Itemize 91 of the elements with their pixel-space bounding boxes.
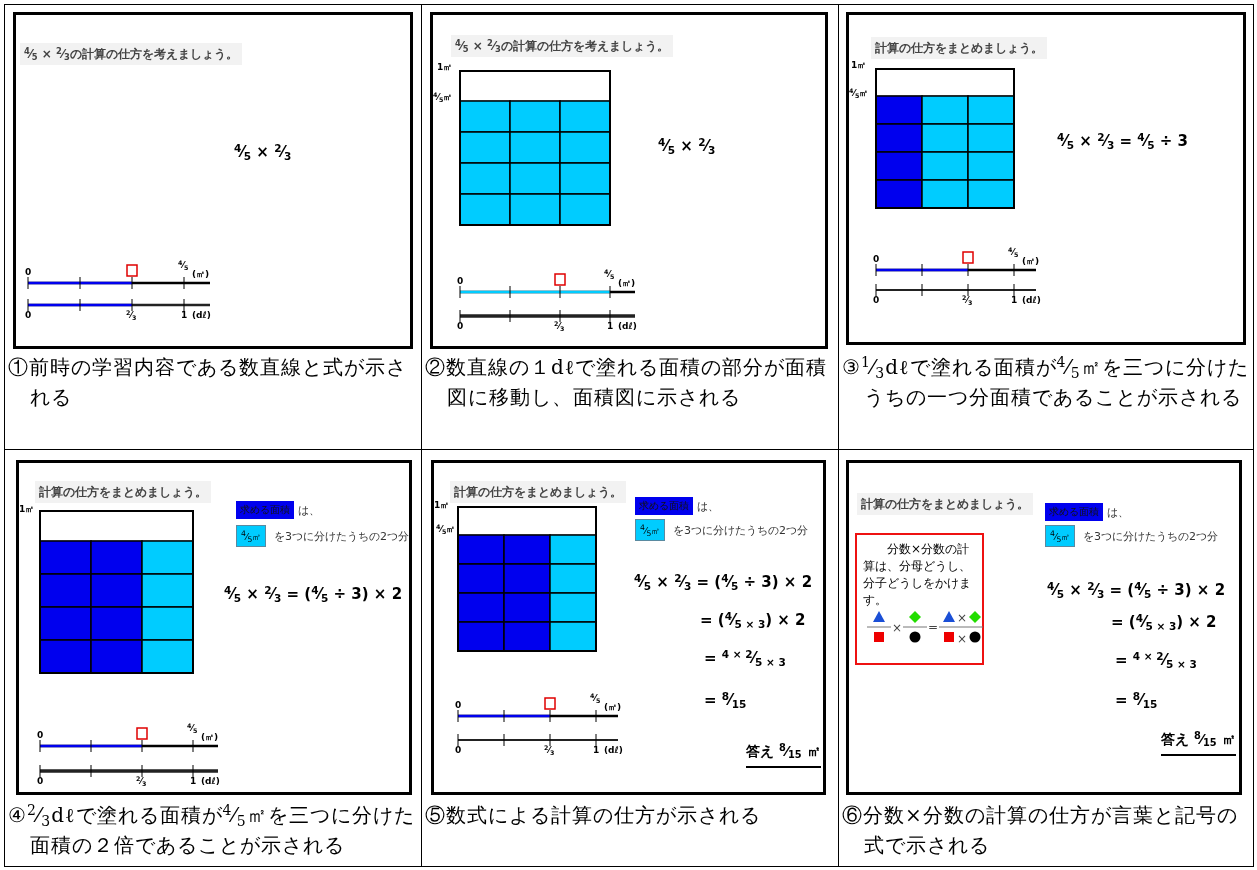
- axis-label: 0: [873, 294, 880, 307]
- axis-label: (㎡): [604, 701, 622, 714]
- slide-title: 計算の仕方をまとめましょう。: [35, 481, 211, 503]
- slide-panel: [846, 460, 1242, 795]
- axis-label: (dℓ): [604, 744, 623, 757]
- axis-label: 0: [37, 729, 44, 742]
- highlight-box: 求める面積: [1045, 503, 1103, 521]
- axis-label: 1㎡: [434, 499, 450, 512]
- box-note-text: は、: [298, 503, 320, 519]
- operator-text: ×: [957, 631, 968, 648]
- formula-text: = ($^{4}$⁄$_{5 × 3}$) × 2: [1111, 611, 1217, 634]
- axis-label: 0: [455, 699, 462, 712]
- slide-panel: [16, 460, 412, 795]
- axis-label: 0: [873, 253, 880, 266]
- axis-label: 0: [457, 320, 464, 333]
- axis-label: $^{4}$⁄$_{5}$㎡: [433, 91, 453, 105]
- formula-text: $^{4}$⁄$_{5}$ × $^{2}$⁄$_{3}$: [234, 141, 292, 164]
- box-note-text: を3つに分けたうちの2つ分: [1083, 529, 1218, 545]
- axis-label: (dℓ): [192, 309, 211, 322]
- operator-text: =: [928, 619, 939, 636]
- box-note-text: は、: [697, 499, 719, 515]
- formula-text: = ($^{4}$⁄$_{5 × 3}$) × 2: [700, 609, 806, 632]
- highlight-box: 求める面積: [635, 497, 693, 515]
- slide-panel: [13, 12, 413, 349]
- axis-label: 1: [593, 744, 600, 757]
- axis-label: 1: [607, 320, 614, 333]
- formula-text: $^{4}$⁄$_{5}$ × $^{2}$⁄$_{3}$: [658, 135, 716, 158]
- slide-panel: [431, 460, 826, 795]
- slide-title: 計算の仕方をまとめましょう。: [871, 37, 1047, 59]
- axis-label: $^{4}$⁄$_{5}$: [178, 259, 189, 273]
- fraction-box: $^{4}$⁄$_{5}$㎡: [236, 525, 267, 547]
- axis-label: $^{4}$⁄$_{5}$㎡: [849, 87, 869, 101]
- axis-label: 0: [37, 775, 44, 788]
- operator-text: ×: [957, 610, 968, 627]
- axis-label: $^{2}$⁄$_{3}$: [962, 294, 973, 308]
- axis-label: 1: [181, 309, 188, 322]
- slide-title: 計算の仕方をまとめましょう。: [857, 493, 1033, 515]
- axis-label: 1㎡: [19, 503, 35, 516]
- axis-label: (dℓ): [1022, 294, 1041, 307]
- slide-panel: [430, 12, 828, 349]
- slide-title: 計算の仕方をまとめましょう。: [450, 481, 626, 503]
- axis-label: (㎡): [201, 731, 219, 744]
- axis-label: 0: [25, 309, 32, 322]
- operator-text: ×: [892, 620, 903, 637]
- formula-text: = $^{4 × 2}$⁄$_{5 × 3}$: [1115, 649, 1197, 672]
- slide-panel: [846, 12, 1246, 345]
- axis-label: $^{2}$⁄$_{3}$: [554, 320, 565, 334]
- answer-text: 答え $^{8}$⁄$_{15}$ ㎡: [746, 741, 821, 768]
- axis-label: $^{2}$⁄$_{3}$: [544, 744, 555, 758]
- box-note-text: を3つに分けたうちの2つ分: [274, 529, 409, 545]
- axis-label: 0: [457, 275, 464, 288]
- slide-title: $^{4}$⁄$_{5}$ × $^{2}$⁄$_{3}$の計算の仕方を考えましょう。: [451, 35, 673, 57]
- axis-label: (dℓ): [618, 320, 637, 333]
- axis-label: (㎡): [1022, 255, 1040, 268]
- axis-label: (dℓ): [201, 775, 220, 788]
- axis-label: 1㎡: [851, 59, 867, 72]
- formula-text: $^{4}$⁄$_{5}$ × $^{2}$⁄$_{3}$ = ($^{4}$⁄$_{5}$ ÷ 3) × 2: [224, 583, 403, 606]
- axis-label: 1: [190, 775, 197, 788]
- axis-label: 0: [25, 266, 32, 279]
- highlight-box: 求める面積: [236, 501, 294, 519]
- axis-label: 1㎡: [437, 61, 453, 74]
- formula-text: $^{4}$⁄$_{5}$ × $^{2}$⁄$_{3}$ = ($^{4}$⁄$_{5}$ ÷ 3) × 2: [1047, 579, 1226, 602]
- fraction-box: $^{4}$⁄$_{5}$㎡: [635, 519, 666, 541]
- axis-label: 1: [1011, 294, 1018, 307]
- box-note-text: は、: [1107, 505, 1129, 521]
- axis-label: (㎡): [192, 268, 210, 281]
- axis-label: 0: [455, 744, 462, 757]
- answer-text: 答え $^{8}$⁄$_{15}$ ㎡: [1161, 729, 1236, 756]
- slide-title: $^{4}$⁄$_{5}$ × $^{2}$⁄$_{3}$の計算の仕方を考えましょう。: [20, 43, 242, 65]
- caption-text: ②数直線の１dℓで塗れる面積の部分が面積図に移動し、面積図に示される: [425, 354, 829, 411]
- caption-text: ⑥分数×分数の計算の仕方が言葉と記号の式で示される: [842, 802, 1239, 859]
- formula-text: = $^{4 × 2}$⁄$_{5 × 3}$: [704, 647, 786, 670]
- axis-label: $^{4}$⁄$_{5}$: [1008, 246, 1019, 260]
- caption-text: ①前時の学習内容である数直線と式が示される: [8, 354, 408, 411]
- rule-text: 分数×分数の計算は、分母どうし、分子どうしをかけます。: [863, 541, 972, 609]
- formula-text: $^{4}$⁄$_{5}$ × $^{2}$⁄$_{3}$ = ($^{4}$⁄$_{5}$ ÷ 3) × 2: [634, 571, 813, 594]
- caption-text: ④$^{2}$⁄$_{3}$dℓで塗れる面積が$^{4}$⁄$_{5}$㎡を三つに分けた面積の２倍であることが示される: [8, 801, 416, 859]
- axis-label: $^{4}$⁄$_{5}$: [590, 692, 601, 706]
- axis-label: $^{2}$⁄$_{3}$: [136, 775, 147, 789]
- caption-text: ⑤数式による計算の仕方が示される: [425, 802, 762, 829]
- axis-label: $^{4}$⁄$_{5}$: [604, 268, 615, 282]
- axis-label: $^{4}$⁄$_{5}$㎡: [436, 523, 456, 537]
- formula-text: = $^{8}$⁄$_{15}$: [1115, 689, 1158, 712]
- formula-text: $^{4}$⁄$_{5}$ × $^{2}$⁄$_{3}$ = $^{4}$⁄$_{5}$ ÷ 3: [1057, 130, 1188, 153]
- caption-text: ③$^{1}$⁄$_{3}$dℓで塗れる面積が$^{4}$⁄$_{5}$㎡を三つに分けたうちの一つ分面積であることが示される: [842, 353, 1250, 411]
- axis-label: (㎡): [618, 277, 636, 290]
- formula-text: = $^{8}$⁄$_{15}$: [704, 689, 747, 712]
- box-note-text: を3つに分けたうちの2つ分: [673, 523, 808, 539]
- fraction-box: $^{4}$⁄$_{5}$㎡: [1045, 525, 1076, 547]
- axis-label: $^{4}$⁄$_{5}$: [187, 722, 198, 736]
- axis-label: $^{2}$⁄$_{3}$: [126, 309, 137, 323]
